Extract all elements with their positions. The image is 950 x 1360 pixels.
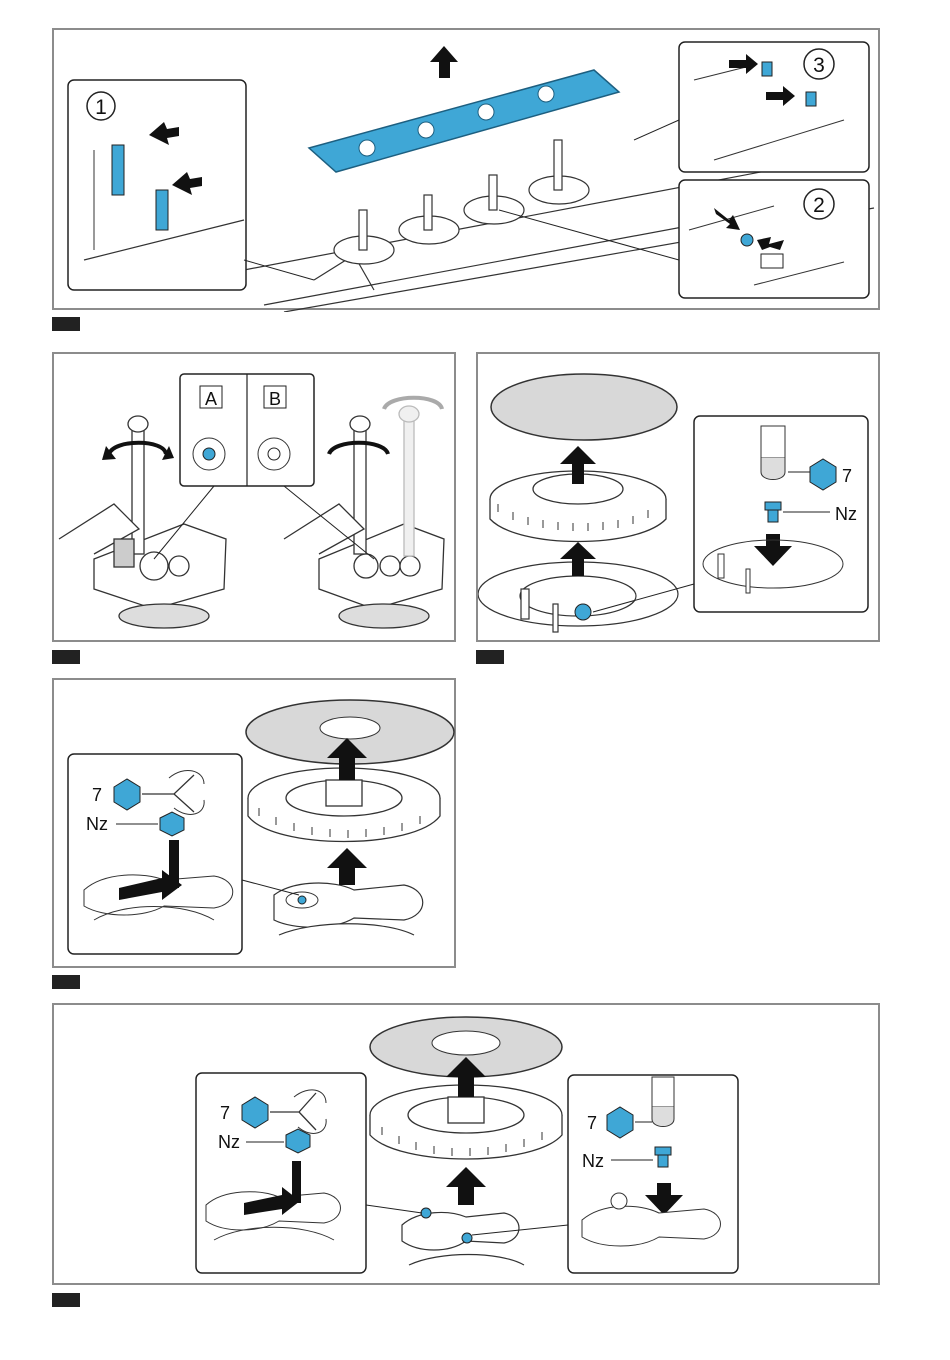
lift-arrow bbox=[430, 46, 458, 78]
left-nozzle-label: Nz bbox=[218, 1132, 240, 1152]
right-nozzle-label: Nz bbox=[582, 1151, 604, 1171]
figure-nozzle-change-medium-burner: 7 Nz bbox=[52, 678, 456, 968]
left-wrench-size-label: 7 bbox=[220, 1103, 230, 1123]
callout-2: 2 bbox=[813, 194, 825, 217]
inset-3: 3 bbox=[634, 42, 869, 172]
nozzle-label: Nz bbox=[835, 504, 857, 524]
nozzle-label: Nz bbox=[86, 814, 108, 834]
variant-b-label: B bbox=[269, 389, 281, 409]
wrench-size-label: 7 bbox=[842, 466, 852, 486]
figure-nozzle-change-small-burner: 7 Nz bbox=[476, 352, 880, 642]
figure-number-tag-2 bbox=[52, 650, 80, 664]
figure-number-tag-4 bbox=[52, 975, 80, 989]
control-panel-illustration: 1 3 2 bbox=[54, 30, 882, 312]
small-burner-illustration: 7 Nz bbox=[478, 354, 882, 644]
wrench-size-label: 7 bbox=[92, 785, 102, 805]
callout-1: 1 bbox=[95, 96, 107, 119]
right-wrench-size-label: 7 bbox=[587, 1113, 597, 1133]
control-board bbox=[309, 70, 619, 172]
wok-burner-illustration: 7 Nz 7 Nz bbox=[54, 1005, 882, 1287]
variant-a-label: A bbox=[205, 389, 217, 409]
callout-3: 3 bbox=[813, 54, 825, 77]
inset-1: 1 bbox=[68, 80, 314, 290]
figure-number-tag-1 bbox=[52, 317, 80, 331]
flame-adjustment-illustration: A B bbox=[54, 354, 458, 644]
figure-control-panel-removal: 1 3 2 bbox=[52, 28, 880, 310]
figure-nozzle-change-wok-burner: 7 Nz 7 Nz bbox=[52, 1003, 880, 1285]
medium-burner-illustration: 7 Nz bbox=[54, 680, 458, 970]
figure-flame-adjustment: A B bbox=[52, 352, 456, 642]
figure-number-tag-5 bbox=[52, 1293, 80, 1307]
figure-number-tag-3 bbox=[476, 650, 504, 664]
